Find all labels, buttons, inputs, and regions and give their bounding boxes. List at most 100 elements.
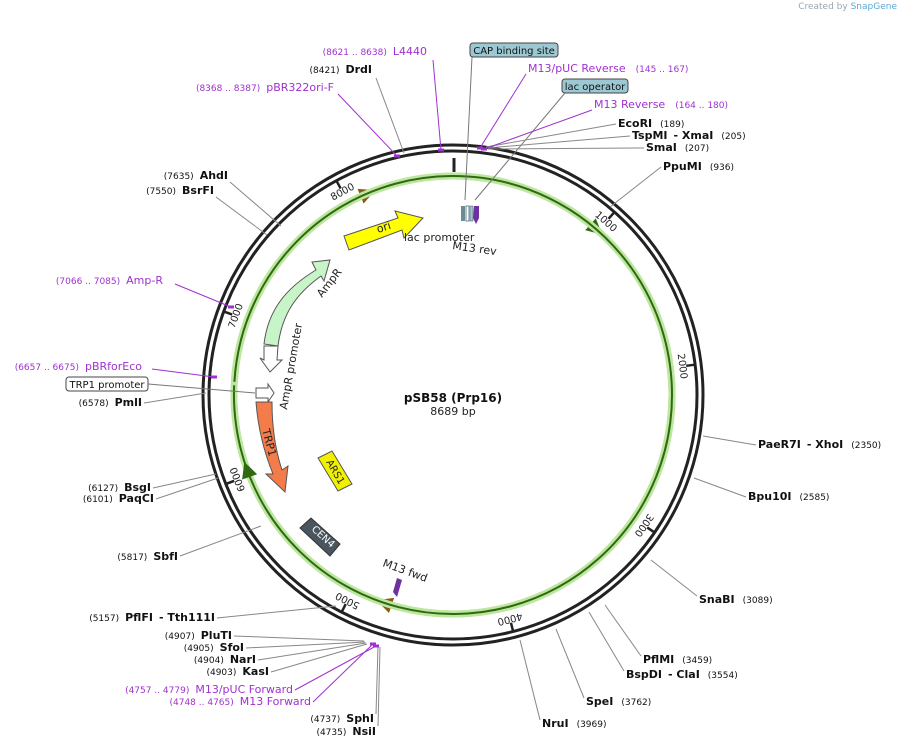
primer-site[interactable]: (8621 .. 8638)L4440 (323, 45, 444, 152)
enzyme-site-paer7i[interactable]: PaeR7I- XhoI(2350) (702, 435, 881, 451)
primer-site[interactable]: M13 Reverse (164 .. 180) (481, 98, 728, 151)
enzyme-position: (3089) (743, 596, 773, 606)
enzyme-site-pflmi[interactable]: PflMI(3459) (604, 604, 712, 666)
ruler-tick-mark (335, 180, 342, 190)
enzyme-name-secondary: - ClaI (668, 668, 700, 681)
enzyme-site-sfoi[interactable]: (4905)SfoI (184, 641, 366, 654)
enzyme-name: NsiI (352, 725, 376, 738)
enzyme-position: (4737) (310, 715, 340, 725)
primer-site[interactable]: (4757 .. 4779)M13/pUC Forward (125, 644, 379, 697)
enzyme-site-smai[interactable]: SmaI(207) (487, 141, 709, 154)
enzyme-site-ahdi[interactable]: (7635)AhdI (164, 169, 282, 227)
primer-site[interactable]: (8368 .. 8387) pBR322ori-F (196, 81, 400, 158)
enzyme-name: AhdI (200, 169, 228, 182)
primer-range: (8368 .. 8387) (196, 84, 260, 94)
enzyme-site-bspdi[interactable]: BspDI- ClaI(3554) (588, 611, 738, 681)
primer-site[interactable]: (7066 .. 7085)Amp-R (56, 274, 234, 309)
svg-text:(4904)NarI: (4904)NarI (194, 653, 256, 666)
svg-text:(8368 .. 8387)pBR322ori-F: (8368 .. 8387) pBR322ori-F (196, 81, 334, 94)
enzyme-site-nari[interactable]: (4904)NarI (194, 642, 367, 666)
enzyme-position: (4904) (194, 656, 224, 666)
ars1-feature[interactable]: ARS1 (317, 450, 353, 492)
cen4-feature[interactable]: CEN4 (299, 517, 341, 557)
primer-name: M13 Forward (240, 695, 311, 708)
lac-promoter-label: lac promoter (404, 231, 475, 244)
svg-text:(7635)AhdI: (7635)AhdI (164, 169, 228, 182)
ruler-tick-mark (509, 622, 515, 631)
enzyme-site-bsrfi[interactable]: (7550)BsrFI (146, 184, 268, 236)
enzyme-site-ppumi[interactable]: PpuMI(936) (609, 160, 734, 208)
primer-site[interactable]: M13/pUC Reverse(145 .. 167) (477, 62, 688, 150)
svg-text:TspMI- XmaI(205): TspMI- XmaI(205) (632, 129, 746, 142)
enzyme-site-nsii[interactable]: (4735)NsiI (316, 646, 381, 738)
ruler-tick-mark (646, 526, 655, 533)
backbone-inner (207, 149, 699, 641)
m13-rev-label: M13 rev (452, 239, 498, 258)
enzyme-name: PaqCI (119, 492, 154, 505)
ampr-feature[interactable]: AmpR (263, 259, 345, 347)
enzyme-site-paqci[interactable]: (6101)PaqCI (83, 477, 219, 505)
enzyme-site-pluti[interactable]: (4907)PluTI (165, 629, 365, 642)
svg-text:(8421)DrdI: (8421)DrdI (310, 63, 372, 76)
primer-site[interactable]: (6657 .. 6675)pBRforEco (15, 360, 217, 379)
primer-range: (164 .. 180) (675, 101, 728, 111)
enzyme-name: PflMI (643, 653, 674, 666)
svg-text:(7066 .. 7085)Amp-R: (7066 .. 7085)Amp-R (56, 274, 163, 287)
enzyme-site-nrui[interactable]: NruI(3969) (519, 639, 607, 730)
ori-feature[interactable]: ori (343, 210, 424, 251)
m13-rev-feature[interactable]: M13 rev (452, 206, 498, 258)
cap-binding-site-label: CAP binding site (473, 46, 555, 57)
svg-text:PaeR7I- XhoI(2350): PaeR7I- XhoI(2350) (758, 438, 881, 451)
enzyme-position: (205) (721, 132, 745, 142)
trp1-promoter-box[interactable]: TRP1 promoter (65, 376, 256, 394)
lac-operator-label: lac operator (565, 82, 626, 93)
orf-arc-green-left[interactable] (233, 175, 673, 616)
enzyme-site-bpu10i[interactable]: Bpu10I(2585) (693, 477, 829, 503)
svg-text:(4905)SfoI: (4905)SfoI (184, 641, 244, 654)
enzyme-site-drdi[interactable]: (8421)DrdI (310, 63, 405, 154)
enzyme-name: SpeI (586, 695, 613, 708)
enzyme-site-sbfi[interactable]: (5817)SbfI (117, 525, 262, 563)
enzyme-position: (3762) (621, 698, 651, 708)
svg-text:BspDI- ClaI(3554): BspDI- ClaI(3554) (626, 668, 738, 681)
trp1-promoter-feature[interactable] (255, 382, 275, 404)
primer-site[interactable]: (4748 .. 4765)M13 Forward (169, 642, 376, 709)
primer-name: M13 Reverse (594, 98, 665, 111)
enzyme-name: PmlI (115, 396, 142, 409)
plasmid-name: pSB58 (Prp16) (404, 391, 502, 405)
enzyme-name: EcoRI (618, 117, 652, 130)
enzyme-name-secondary: - XhoI (807, 438, 843, 451)
enzyme-site-spei[interactable]: SpeI (3762) (555, 628, 651, 708)
m13-fwd-feature[interactable]: M13 fwd (381, 557, 429, 597)
enzyme-name: PpuMI (663, 160, 702, 173)
enzyme-position: (2350) (851, 441, 881, 451)
lac-operator-box[interactable]: lac operator (474, 78, 629, 201)
cap-binding-site-box[interactable]: CAP binding site (464, 42, 559, 201)
enzyme-site-pflfi[interactable]: (5157)PflFI- Tth111I (89, 605, 337, 624)
enzyme-name: BsrFI (182, 184, 214, 197)
ampr-promoter-label: AmpR promoter (277, 322, 305, 411)
enzyme-site-bsgi[interactable]: (6127)BsgI (88, 473, 217, 494)
primer-name: pBRforEco (85, 360, 142, 373)
snapgene-branding: Created by SnapGene (798, 2, 897, 12)
enzyme-site-tspmi[interactable]: TspMI- XmaI(205) (486, 129, 746, 149)
trp1-feature[interactable]: TRP1 (255, 401, 289, 494)
enzyme-site-kasi[interactable]: (4903)KasI (206, 643, 368, 678)
enzyme-site-snabi[interactable]: SnaBI(3089) (650, 559, 773, 606)
primer-range: (145 .. 167) (636, 65, 689, 75)
svg-text:(6657 .. 6675)pBRforEco: (6657 .. 6675)pBRforEco (15, 360, 143, 373)
svg-text:M13/pUC Reverse(145 .. 167): M13/pUC Reverse(145 .. 167) (528, 62, 688, 75)
enzyme-name: SphI (346, 712, 374, 725)
enzyme-site-pmli[interactable]: (6578)PmlI (79, 392, 207, 409)
enzyme-site-ecori[interactable]: EcoRI(189) (485, 117, 684, 148)
enzyme-name-secondary: - Tth111I (159, 611, 215, 624)
enzyme-site-sphi[interactable]: (4737) SphI (310, 645, 379, 725)
lac-promoter-feature[interactable]: lac promoter (404, 205, 475, 244)
primer-name: pBR322ori-F (266, 81, 334, 94)
ruler-tick-mark (340, 603, 347, 612)
svg-text:(7550)BsrFI: (7550)BsrFI (146, 184, 214, 197)
svg-text:M13 Reverse(164 .. 180): M13 Reverse (164 .. 180) (594, 98, 728, 111)
enzyme-name: SbfI (153, 550, 178, 563)
enzyme-name: PluTI (201, 629, 232, 642)
svg-text:(5817)SbfI: (5817)SbfI (117, 550, 178, 563)
